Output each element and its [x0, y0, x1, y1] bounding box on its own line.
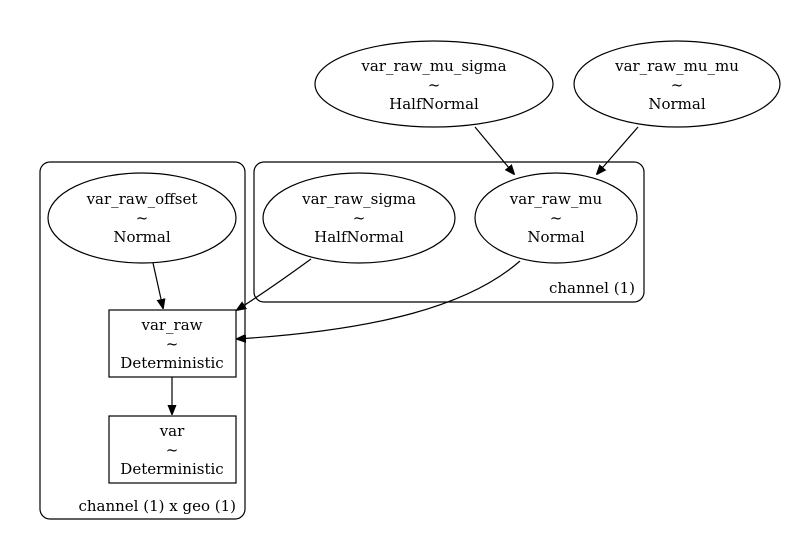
- node-tilde: ~: [428, 76, 441, 94]
- node-dist: Deterministic: [120, 354, 223, 372]
- node-var-raw-mu: var_raw_mu ~ Normal: [474, 172, 638, 264]
- node-name: var_raw_offset: [86, 190, 198, 208]
- node-tilde: ~: [671, 76, 684, 94]
- edge-mu-sigma-to-mu: [474, 126, 514, 174]
- node-name: var: [159, 422, 185, 440]
- node-name: var_raw_mu_mu: [614, 57, 739, 75]
- edge-mu-to-raw: [237, 260, 521, 339]
- node-var-raw-mu-mu: var_raw_mu_mu ~ Normal: [573, 40, 781, 128]
- node-tilde: ~: [353, 209, 366, 227]
- edge-sigma-to-raw: [237, 258, 312, 310]
- node-dist: Normal: [648, 95, 705, 113]
- edges: [152, 126, 639, 414]
- node-var-raw-mu-sigma: var_raw_mu_sigma ~ HalfNormal: [314, 40, 554, 128]
- node-tilde: ~: [166, 441, 179, 459]
- node-name: var_raw_mu: [509, 190, 603, 208]
- node-tilde: ~: [136, 209, 149, 227]
- cluster-channel-geo-label: channel (1) x geo (1): [78, 497, 236, 515]
- node-tilde: ~: [550, 209, 563, 227]
- node-var-raw-offset: var_raw_offset ~ Normal: [47, 172, 237, 264]
- node-dist: HalfNormal: [389, 95, 479, 113]
- edge-offset-to-raw: [152, 262, 163, 308]
- edge-mu-mu-to-mu: [597, 126, 639, 174]
- node-tilde: ~: [166, 335, 179, 353]
- cluster-channel-label: channel (1): [549, 279, 635, 297]
- node-name: var_raw: [140, 316, 202, 334]
- node-name: var_raw_mu_sigma: [360, 57, 506, 75]
- node-dist: Deterministic: [120, 460, 223, 478]
- node-var-raw: var_raw ~ Deterministic: [108, 309, 237, 378]
- node-var-raw-sigma: var_raw_sigma ~ HalfNormal: [262, 172, 456, 264]
- node-name: var_raw_sigma: [301, 190, 416, 208]
- node-dist: HalfNormal: [314, 228, 404, 246]
- node-dist: Normal: [527, 228, 584, 246]
- node-var: var ~ Deterministic: [108, 415, 237, 484]
- node-dist: Normal: [113, 228, 170, 246]
